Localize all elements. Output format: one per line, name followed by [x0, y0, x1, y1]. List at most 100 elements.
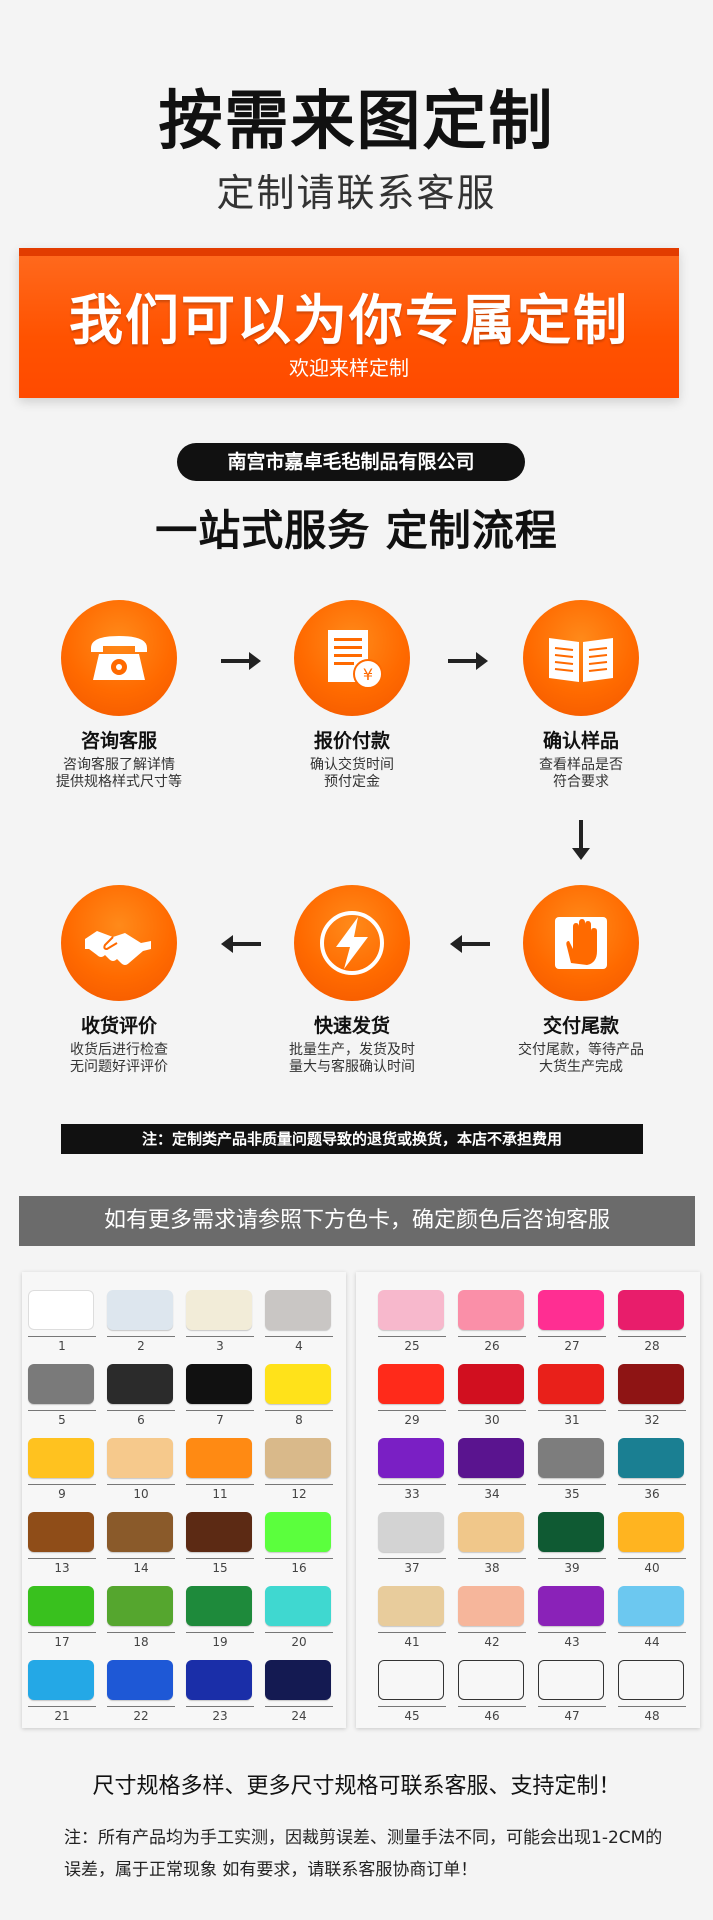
swatch-underline	[28, 1706, 96, 1707]
swatch-underline	[458, 1336, 526, 1337]
swatch-underline	[458, 1558, 526, 1559]
handshake-icon	[85, 931, 151, 965]
color-swatch	[265, 1586, 331, 1626]
step-desc: 收货后进行检查 无问题好评评价	[70, 1042, 168, 1075]
swatch-number: 31	[564, 1413, 580, 1427]
swatch-number: 37	[404, 1561, 420, 1575]
swatch-underline	[28, 1632, 96, 1633]
swatch-underline	[458, 1410, 526, 1411]
step-desc: 查看样品是否 符合要求	[539, 757, 623, 790]
color-swatch	[265, 1660, 331, 1700]
step-fast-shipping: 快速发货 批量生产，发货及时 量大与客服确认时间	[252, 885, 452, 1076]
color-swatch	[186, 1586, 252, 1626]
swatch-number: 26	[484, 1339, 500, 1353]
swatch-number: 25	[404, 1339, 420, 1353]
swatch-underline	[28, 1558, 96, 1559]
swatch-number: 45	[404, 1709, 420, 1723]
color-swatch	[107, 1290, 173, 1330]
swatch-underline	[458, 1706, 526, 1707]
banner-subtitle: 欢迎来样定制	[289, 356, 409, 380]
step-name: 收货评价	[80, 1015, 157, 1037]
color-swatch	[458, 1660, 524, 1700]
promo-banner: 我们可以为你专属定制 欢迎来样定制	[19, 248, 679, 398]
color-swatch	[186, 1512, 252, 1552]
swatch-number: 38	[484, 1561, 500, 1575]
color-swatch	[265, 1290, 331, 1330]
color-swatch	[538, 1512, 604, 1552]
swatch-underline	[618, 1484, 686, 1485]
color-swatch	[618, 1290, 684, 1330]
color-card-bar: 如有更多需求请参照下方色卡，确定颜色后咨询客服	[19, 1196, 695, 1246]
swatch-underline	[186, 1410, 254, 1411]
step-confirm-sample: 确认样品 查看样品是否 符合要求	[481, 600, 681, 791]
swatch-number: 9	[58, 1487, 66, 1501]
swatch-number: 33	[404, 1487, 420, 1501]
swatch-number: 47	[564, 1709, 580, 1723]
color-swatch	[458, 1364, 524, 1404]
swatch-underline	[618, 1558, 686, 1559]
swatch-underline	[618, 1632, 686, 1633]
swatch-underline	[618, 1410, 686, 1411]
color-swatch	[265, 1512, 331, 1552]
swatch-number: 39	[564, 1561, 580, 1575]
step-circle	[523, 885, 639, 1001]
swatch-underline	[378, 1336, 446, 1337]
swatch-underline	[378, 1410, 446, 1411]
color-swatch	[538, 1660, 604, 1700]
color-swatch	[28, 1438, 94, 1478]
swatch-underline	[458, 1484, 526, 1485]
svg-text:¥: ¥	[363, 665, 373, 684]
swatch-underline	[265, 1706, 333, 1707]
color-swatch	[378, 1438, 444, 1478]
color-swatch	[538, 1586, 604, 1626]
color-swatch	[378, 1290, 444, 1330]
swatch-underline	[107, 1706, 175, 1707]
color-swatch	[28, 1364, 94, 1404]
swatch-underline	[378, 1558, 446, 1559]
swatch-number: 28	[644, 1339, 660, 1353]
swatch-number: 43	[564, 1635, 580, 1649]
color-swatch	[107, 1438, 173, 1478]
swatch-number: 5	[58, 1413, 66, 1427]
swatch-number: 10	[133, 1487, 149, 1501]
color-swatch	[28, 1586, 94, 1626]
color-swatch	[378, 1660, 444, 1700]
swatch-number: 14	[133, 1561, 149, 1575]
swatch-number: 11	[212, 1487, 228, 1501]
color-swatch	[28, 1290, 94, 1330]
swatch-number: 6	[137, 1413, 145, 1427]
swatch-underline	[107, 1484, 175, 1485]
swatch-number: 1	[58, 1339, 66, 1353]
step-name: 咨询客服	[80, 730, 157, 752]
swatch-underline	[186, 1632, 254, 1633]
swatch-number: 32	[644, 1413, 660, 1427]
swatch-underline	[538, 1336, 606, 1337]
color-swatch	[186, 1290, 252, 1330]
swatch-underline	[618, 1706, 686, 1707]
step-receive-review: 收货评价 收货后进行检查 无问题好评评价	[19, 885, 219, 1076]
color-swatch	[458, 1512, 524, 1552]
color-swatch	[265, 1364, 331, 1404]
swatch-number: 27	[564, 1339, 580, 1353]
swatch-number: 44	[644, 1635, 660, 1649]
swatch-number: 2	[137, 1339, 145, 1353]
swatch-underline	[28, 1484, 96, 1485]
color-swatch	[458, 1438, 524, 1478]
swatch-number: 21	[54, 1709, 70, 1723]
step-name: 快速发货	[313, 1015, 390, 1037]
swatch-number: 40	[644, 1561, 660, 1575]
swatch-underline	[265, 1336, 333, 1337]
step-desc: 交付尾款，等待产品 大货生产完成	[518, 1042, 644, 1075]
swatch-underline	[186, 1706, 254, 1707]
swatch-number: 35	[564, 1487, 580, 1501]
swatch-underline	[186, 1484, 254, 1485]
swatch-number: 42	[484, 1635, 500, 1649]
swatch-number: 8	[295, 1413, 303, 1427]
swatch-number: 24	[291, 1709, 307, 1723]
color-swatch	[618, 1364, 684, 1404]
step-circle	[294, 885, 410, 1001]
step-desc: 确认交货时间 预付定金	[310, 757, 394, 790]
step-circle	[61, 600, 177, 716]
color-swatch	[458, 1290, 524, 1330]
